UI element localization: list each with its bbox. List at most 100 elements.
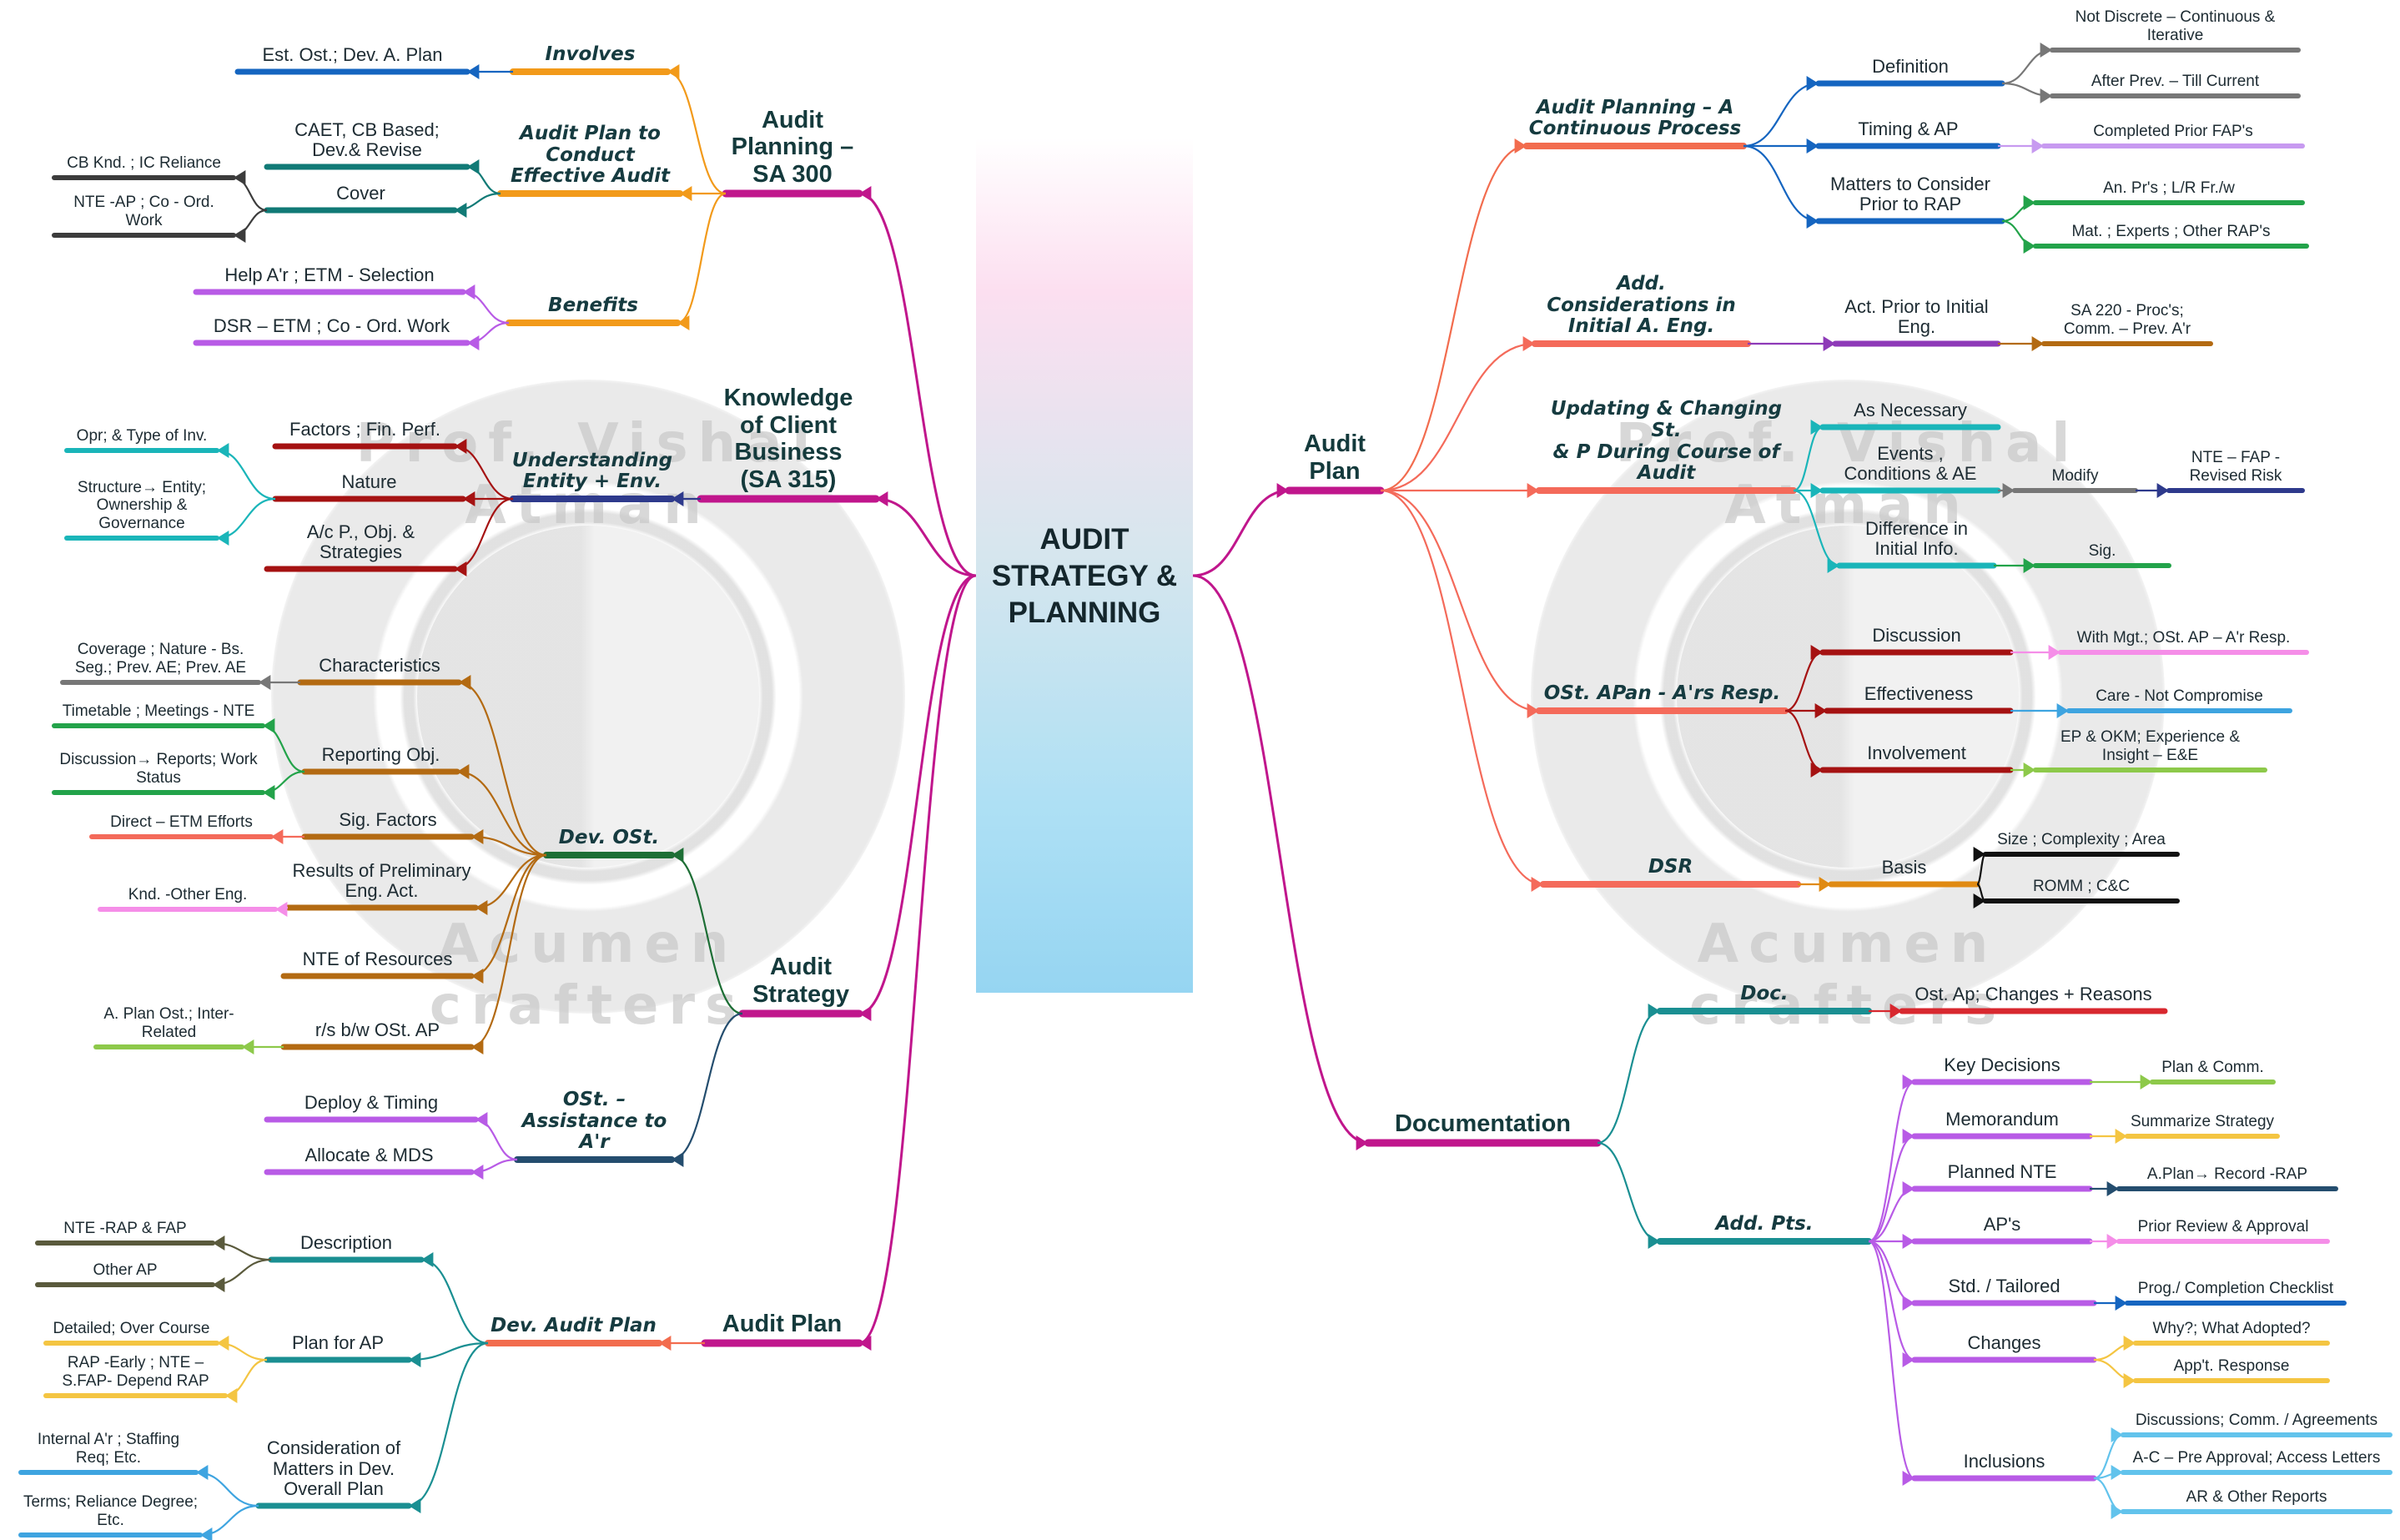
node-n2[interactable]: Involves [513, 38, 667, 72]
node-n63[interactable]: Modify [2015, 457, 2136, 491]
node-n41[interactable]: Plan for AP [267, 1326, 409, 1360]
node-n82[interactable]: Key Decisions [1914, 1049, 2090, 1082]
node-n30[interactable]: NTE of Resources [284, 943, 471, 976]
node-n12[interactable]: Knowledge of Client Business (SA 315) [701, 365, 876, 499]
node-n3[interactable]: Est. Ost.; Dev. A. Plan [238, 38, 467, 72]
node-n80[interactable]: Ost. Ap; Changes + Reasons [1902, 978, 2165, 1011]
node-n43[interactable]: RAP -Early ; NTE – S.FAP- Depend RAP [46, 1346, 225, 1396]
node-n47[interactable]: Audit Plan [1289, 424, 1381, 491]
node-n83[interactable]: Plan & Comm. [2152, 1049, 2273, 1082]
node-n53[interactable]: Completed Prior FAP's [2044, 113, 2302, 146]
node-n57[interactable]: Add. Considerations in Initial A. Eng. [1535, 273, 1748, 344]
node-n50[interactable]: Not Discrete – Continuous & Iterative [2052, 0, 2298, 50]
node-n84[interactable]: Memorandum [1914, 1103, 2090, 1136]
node-n1[interactable]: Audit Planning – SA 300 [726, 85, 859, 194]
node-n29[interactable]: Knd. -Other Eng. [100, 876, 275, 909]
node-n60[interactable]: Updating & Changing St. & P During Cours… [1539, 398, 1794, 491]
node-n24[interactable]: Timetable ; Meetings - NTE [54, 692, 263, 726]
node-n51[interactable]: After Prev. – Till Current [2052, 63, 2298, 96]
node-n13[interactable]: Understanding Entity + Env. [512, 440, 672, 499]
node-n46[interactable]: Terms; Reliance Degree; Etc. [21, 1485, 200, 1535]
node-n88[interactable]: AP's [1914, 1208, 2090, 1241]
node-n38[interactable]: Description [271, 1226, 421, 1260]
node-n93[interactable]: Why?; What Adopted? [2136, 1310, 2327, 1343]
node-n86[interactable]: Planned NTE [1914, 1155, 2090, 1189]
node-n44[interactable]: Consideration of Matters in Dev. Overall… [259, 1427, 409, 1506]
node-n66[interactable]: Sig. [2035, 532, 2169, 566]
node-n90[interactable]: Std. / Tailored [1914, 1270, 2094, 1303]
node-n91[interactable]: Prog./ Completion Checklist [2127, 1270, 2344, 1303]
node-n87[interactable]: A.Plan→ Record -RAP [2119, 1155, 2336, 1189]
node-n68[interactable]: Discussion [1823, 619, 2010, 652]
node-n4[interactable]: Audit Plan to Conduct Effective Audit [501, 110, 680, 194]
node-n54[interactable]: Matters to Consider Prior to RAP [1819, 163, 2002, 221]
node-n11[interactable]: DSR – ETM ; Co - Ord. Work [196, 310, 467, 343]
node-n49[interactable]: Definition [1819, 50, 2002, 83]
node-n39[interactable]: NTE -RAP & FAP [38, 1210, 213, 1243]
node-n27[interactable]: Direct – ETM Efforts [92, 803, 271, 837]
node-n23[interactable]: Reporting Obj. [304, 738, 457, 772]
node-n6[interactable]: Cover [267, 177, 455, 210]
node-n26[interactable]: Sig. Factors [304, 803, 471, 837]
node-n17[interactable]: Structure→ Entity; Ownership & Governanc… [67, 467, 217, 538]
node-n36[interactable]: Audit Plan [705, 1301, 859, 1343]
node-n61[interactable]: As Necessary [1823, 394, 1998, 427]
node-n77[interactable]: ROMM ; C&C [1985, 868, 2177, 901]
node-n21[interactable]: Characteristics [300, 649, 459, 682]
node-n96[interactable]: Discussions; Comm. / Agreements [2123, 1402, 2390, 1435]
node-label: Std. / Tailored [1948, 1276, 2060, 1297]
node-n40[interactable]: Other AP [38, 1251, 213, 1285]
node-n75[interactable]: Basis [1831, 851, 1977, 884]
node-n97[interactable]: A-C – Pre Approval; Access Letters [2123, 1439, 2390, 1472]
node-n85[interactable]: Summarize Strategy [2127, 1103, 2277, 1136]
node-n37[interactable]: Dev. Audit Plan [488, 1310, 659, 1343]
node-n70[interactable]: Effectiveness [1827, 677, 2010, 711]
node-n94[interactable]: App't. Response [2136, 1347, 2327, 1381]
node-n71[interactable]: Care - Not Compromise [2069, 677, 2290, 711]
central-topic-box[interactable] [976, 138, 1193, 993]
node-n74[interactable]: DSR [1543, 851, 1798, 884]
node-n72[interactable]: Involvement [1823, 737, 2010, 770]
node-n48[interactable]: Audit Planning – A Continuous Process [1527, 88, 1743, 146]
node-n64[interactable]: NTE – FAP - Revised Risk [2169, 440, 2302, 491]
node-n95[interactable]: Inclusions [1914, 1445, 2094, 1478]
node-n89[interactable]: Prior Review & Approval [2119, 1208, 2327, 1241]
node-n31[interactable]: r/s b/w OSt. AP [284, 1014, 471, 1047]
node-n56[interactable]: Mat. ; Experts ; Other RAP's [2035, 213, 2307, 246]
node-n78[interactable]: Documentation [1368, 1101, 1597, 1143]
node-n19[interactable]: Audit Strategy [742, 939, 859, 1014]
node-n42[interactable]: Detailed; Over Course [46, 1310, 217, 1343]
node-n22[interactable]: Coverage ; Nature - Bs. Seg.; Prev. AE; … [63, 632, 259, 682]
node-n81[interactable]: Add. Pts. [1660, 1208, 1869, 1241]
node-n25[interactable]: Discussion→ Reports; Work Status [54, 742, 263, 793]
node-n18[interactable]: A/c P., Obj. & Strategies [267, 506, 455, 569]
node-n98[interactable]: AR & Other Reports [2123, 1478, 2390, 1512]
node-n5[interactable]: CAET, CB Based; Dev.& Revise [267, 108, 467, 167]
node-n92[interactable]: Changes [1914, 1326, 2094, 1360]
node-n35[interactable]: Allocate & MDS [267, 1139, 471, 1172]
node-n8[interactable]: NTE -AP ; Co - Ord. Work [54, 185, 234, 235]
node-n55[interactable]: An. Pr's ; L/R Fr./w [2035, 169, 2302, 203]
node-n33[interactable]: OSt. – Assistance to A'r [517, 1076, 672, 1160]
node-n73[interactable]: EP & OKM; Experience & Insight – E&E [2035, 720, 2265, 770]
node-n15[interactable]: Nature [275, 466, 463, 499]
node-n62[interactable]: Events , Conditions & AE [1823, 432, 1998, 491]
node-n7[interactable]: CB Knd. ; IC Reliance [54, 144, 234, 178]
node-n20[interactable]: Dev. OSt. [546, 822, 672, 855]
node-n79[interactable]: Doc. [1660, 978, 1869, 1011]
node-n16[interactable]: Opr; & Type of Inv. [67, 417, 217, 450]
node-n52[interactable]: Timing & AP [1819, 113, 1998, 146]
node-n58[interactable]: Act. Prior to Initial Eng. [1835, 285, 1998, 344]
node-n45[interactable]: Internal A'r ; Staffing Req; Etc. [21, 1422, 196, 1472]
node-n69[interactable]: With Mgt.; OSt. AP – A'r Resp. [2060, 619, 2307, 652]
node-n28[interactable]: Results of Preliminary Eng. Act. [288, 849, 475, 908]
node-n10[interactable]: Help A'r ; ETM - Selection [196, 259, 463, 292]
node-n14[interactable]: Factors ; Fin. Perf. [275, 413, 455, 446]
node-n76[interactable]: Size ; Complexity ; Area [1985, 821, 2177, 854]
node-n34[interactable]: Deploy & Timing [267, 1086, 475, 1120]
node-n59[interactable]: SA 220 - Proc's; Comm. – Prev. A'r [2044, 294, 2211, 344]
node-n32[interactable]: A. Plan Ost.; Inter- Related [96, 997, 242, 1047]
node-n67[interactable]: OSt. APan - A'rs Resp. [1539, 677, 1785, 711]
node-n9[interactable]: Benefits [509, 289, 677, 323]
node-n65[interactable]: Difference in Initial Info. [1839, 507, 1994, 566]
